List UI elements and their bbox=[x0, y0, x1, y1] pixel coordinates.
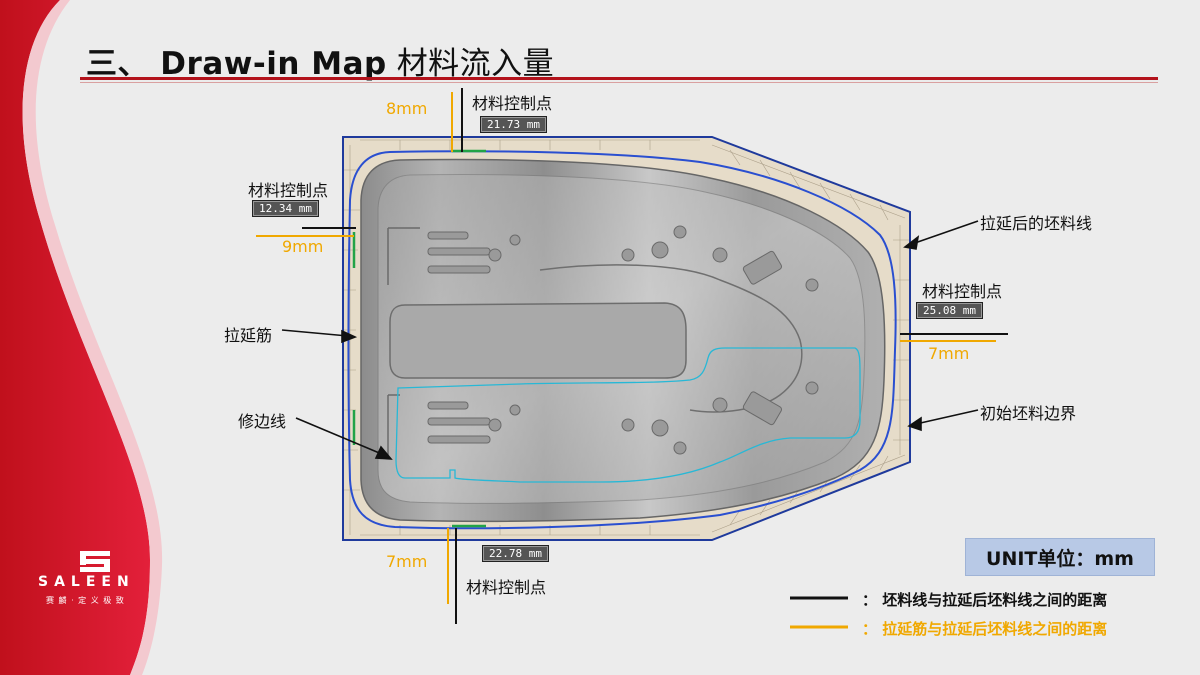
after-draw-blank-line-label: 拉延后的坯料线 bbox=[980, 214, 1093, 233]
measurement-lines bbox=[256, 88, 1008, 624]
legend-black-text: ： 坯料线与拉延后坯料线之间的距离 bbox=[862, 591, 1108, 609]
bottom-control-point-label: 材料控制点 bbox=[466, 578, 547, 597]
trim-line-label: 修边线 bbox=[238, 412, 287, 431]
title-roman: 三、 Draw-in Map bbox=[86, 46, 387, 82]
left-control-point-label: 材料控制点 bbox=[248, 181, 329, 200]
title-underline bbox=[80, 77, 1158, 80]
right-control-point-label: 材料控制点 bbox=[922, 282, 1003, 301]
initial-blank-boundary-label: 初始坯料边界 bbox=[980, 404, 1077, 423]
right-bead-distance: 7mm bbox=[928, 344, 970, 363]
trim-line bbox=[395, 347, 861, 483]
right-reading-tag: 25.08 mm bbox=[916, 302, 983, 319]
unit-badge: UNIT单位：mm bbox=[965, 538, 1155, 576]
top-control-point-label: 材料控制点 bbox=[472, 94, 553, 113]
saleen-logo-mark bbox=[80, 551, 110, 572]
title-cn: 材料流入量 bbox=[396, 46, 555, 82]
draw-bead-segments bbox=[352, 149, 486, 528]
saleen-slogan: 赛 麟 · 定 义 极 致 bbox=[46, 596, 125, 605]
bottom-reading-tag: 22.78 mm bbox=[482, 545, 549, 562]
top-bead-distance: 8mm bbox=[386, 99, 428, 118]
drawn-blank-line bbox=[347, 150, 897, 530]
saleen-logo-text: SALEEN bbox=[38, 574, 135, 590]
left-reading-tag: 12.34 mm bbox=[252, 200, 319, 217]
draw-bead-label: 拉延筋 bbox=[224, 326, 273, 345]
stamped-part bbox=[360, 158, 886, 523]
title-underline-thin bbox=[80, 82, 1158, 83]
red-swoosh-decoration bbox=[0, 0, 163, 675]
legend-yellow-text: ： 拉延筋与拉延后坯料线之间的距离 bbox=[862, 620, 1108, 638]
leader-arrows bbox=[281, 220, 979, 460]
top-reading-tag: 21.73 mm bbox=[480, 116, 547, 133]
bottom-bead-distance: 7mm bbox=[386, 552, 428, 571]
left-bead-distance: 9mm bbox=[282, 237, 324, 256]
